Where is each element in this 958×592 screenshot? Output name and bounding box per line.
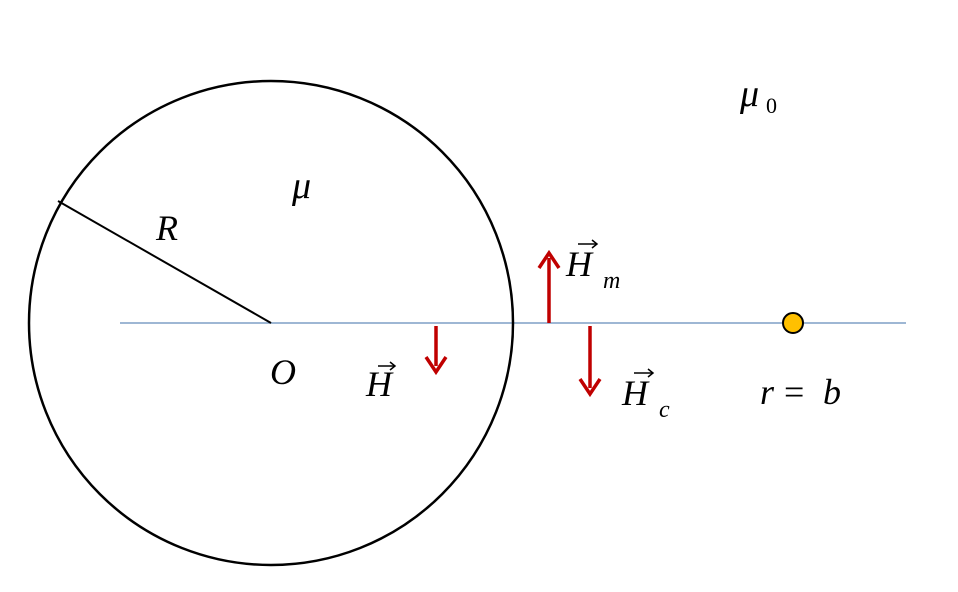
svg-text:H: H (621, 373, 650, 413)
label-mu0: μ 0 (739, 73, 777, 118)
arrow-Hc-down (578, 326, 602, 398)
svg-text:H: H (565, 244, 594, 284)
vector-arrow-icon (378, 361, 397, 371)
svg-text:0: 0 (766, 93, 777, 118)
vector-arrow-icon (578, 239, 599, 249)
svg-text:c: c (659, 397, 670, 423)
label-Hm: H m (565, 239, 620, 294)
arrow-H-down (424, 326, 448, 376)
vector-arrow-icon (634, 368, 655, 378)
svg-text:μ: μ (739, 73, 759, 115)
svg-text:H: H (365, 364, 394, 404)
point-r-equals-b (782, 312, 804, 334)
sphere-circle (27, 79, 515, 567)
svg-text:r: r (760, 372, 775, 412)
arrow-Hm-up (537, 249, 561, 323)
svg-text:m: m (603, 268, 620, 294)
label-R: R (155, 208, 178, 248)
radius-line (57, 200, 272, 324)
label-mu: μ (291, 165, 311, 207)
svg-text:=: = (784, 372, 804, 412)
label-H-vector: H (365, 361, 397, 404)
label-r-equals-b: r = b (760, 372, 841, 412)
label-O: O (270, 352, 296, 392)
label-Hc: H c (621, 368, 670, 423)
svg-text:b: b (823, 372, 841, 412)
